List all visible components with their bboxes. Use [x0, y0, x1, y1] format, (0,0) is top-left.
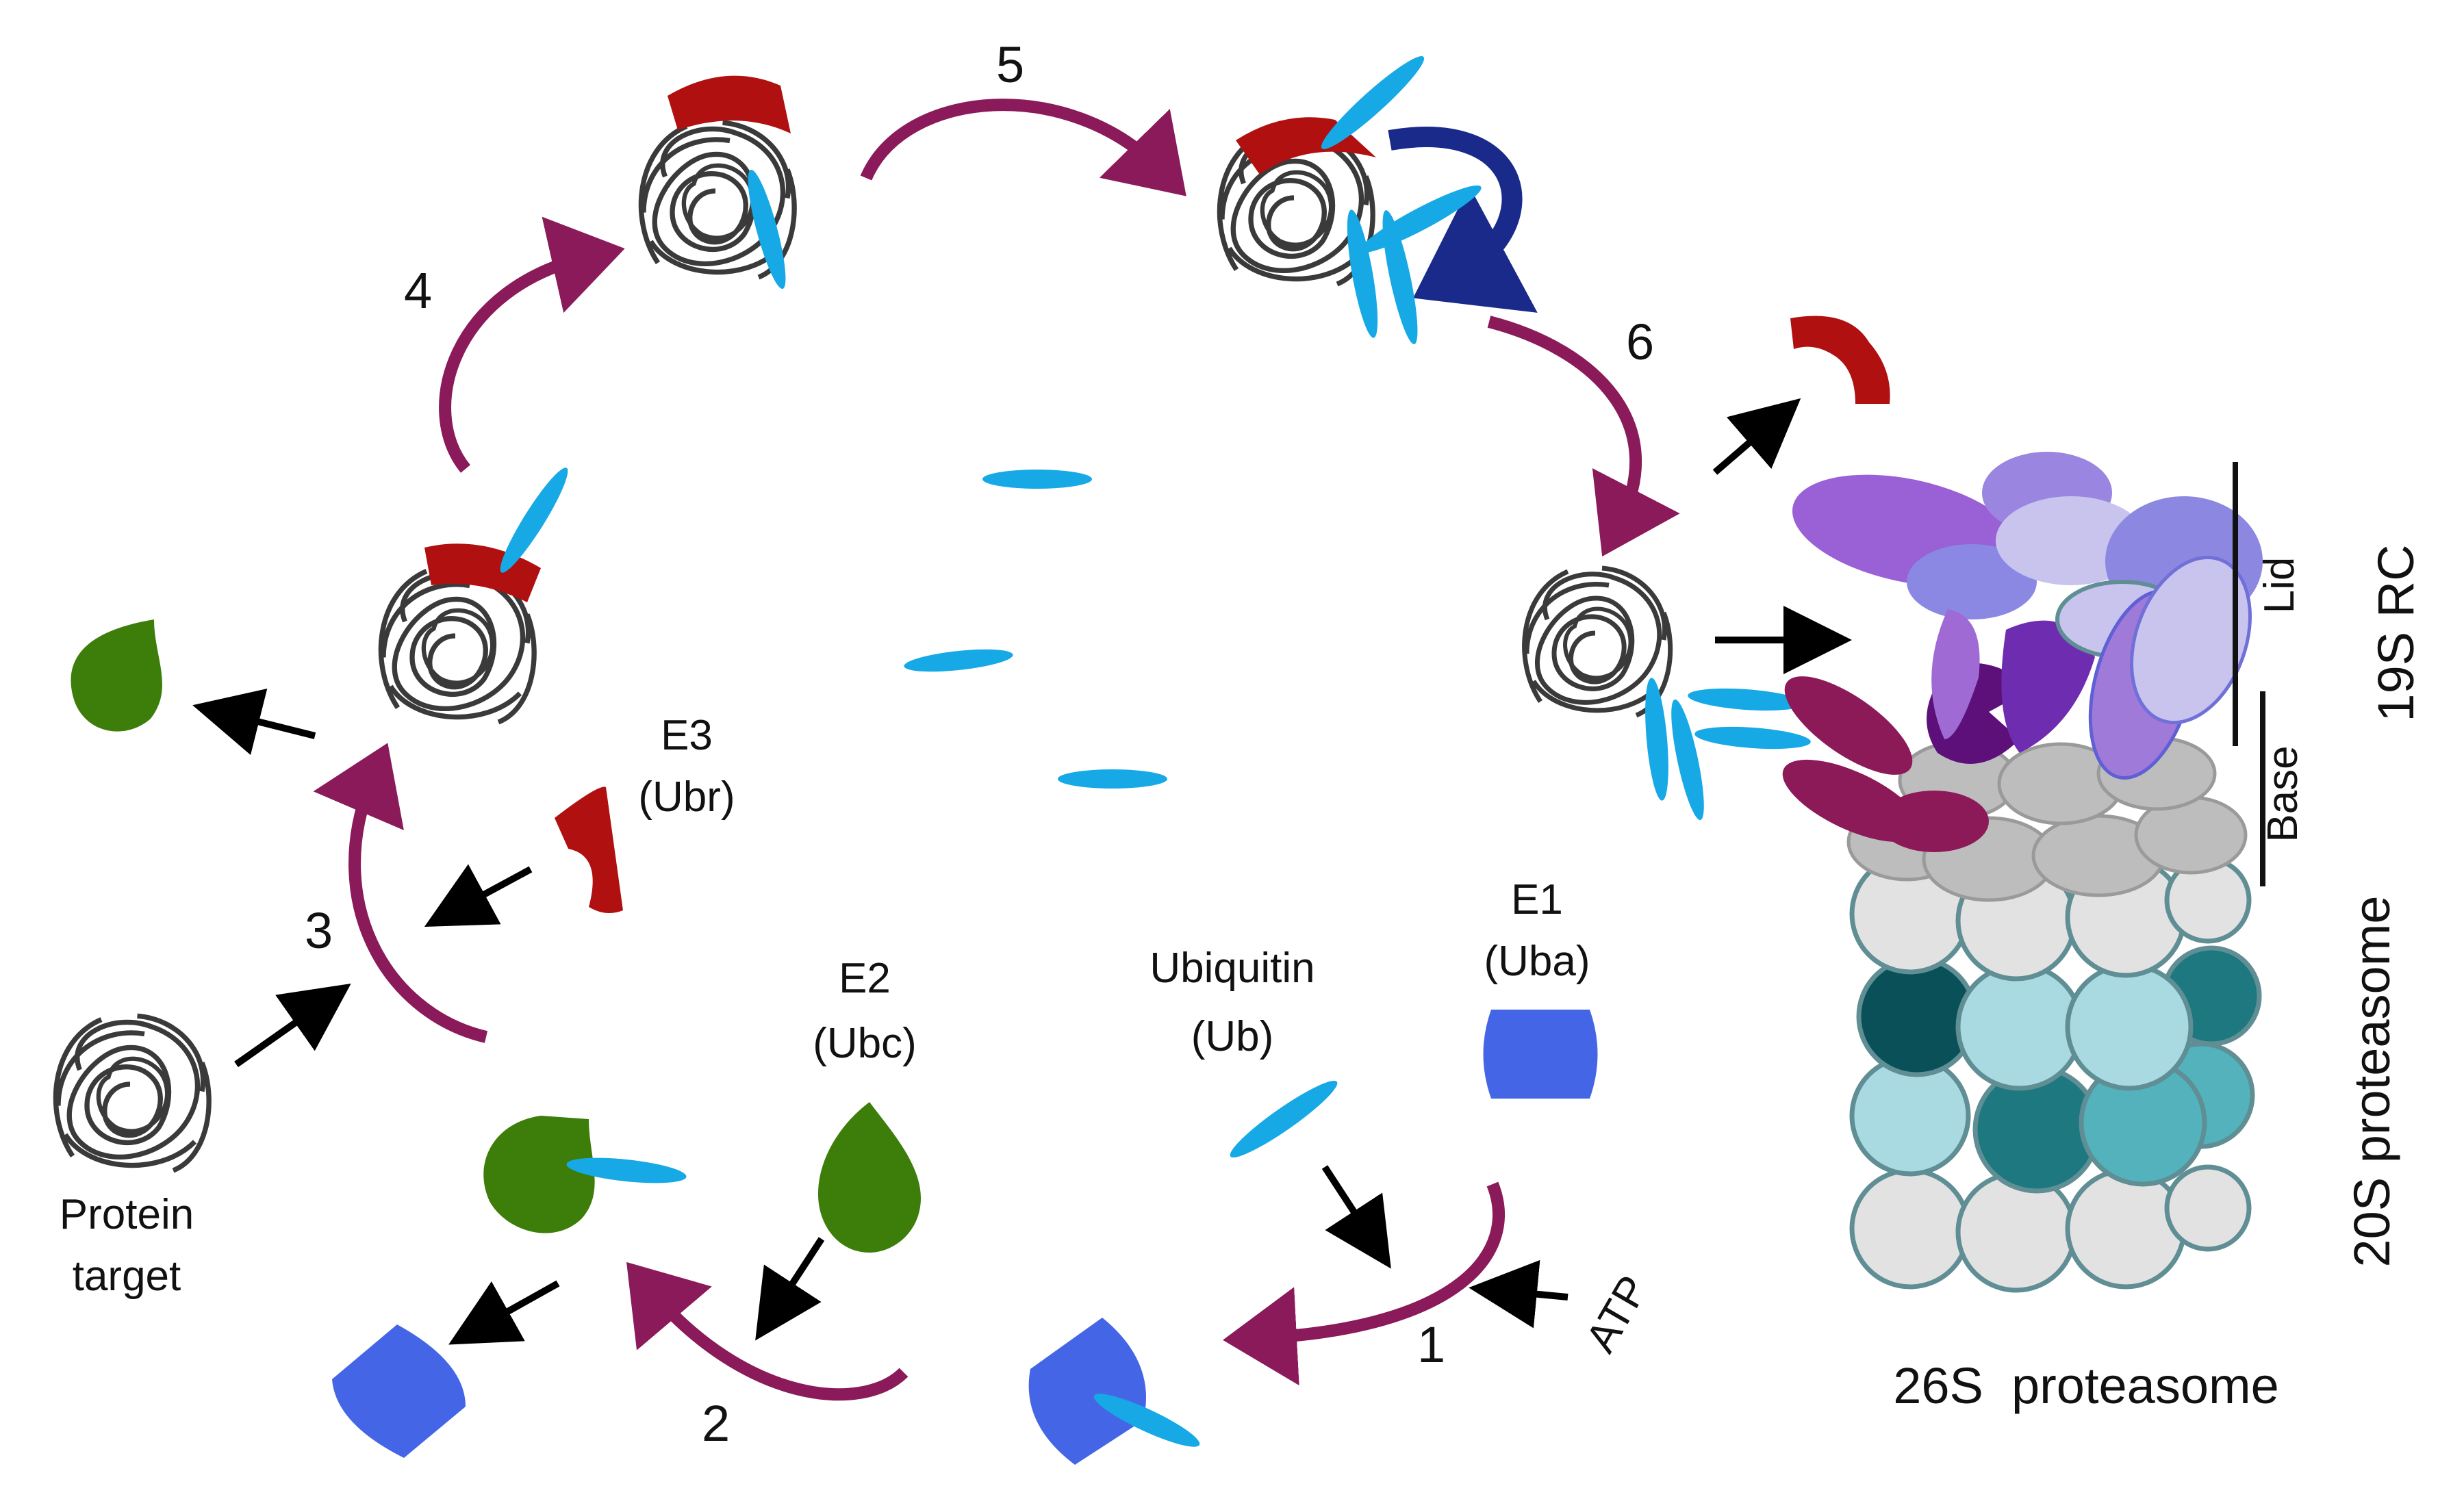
step-numbers: 1 2 3 4 5 6 — [305, 36, 1654, 1452]
atp-label: ATP — [1577, 1268, 1658, 1360]
e1-free: E1 (Uba) — [1483, 876, 1598, 1099]
e3-icon — [555, 786, 623, 913]
step2-arrow — [626, 1261, 909, 1401]
protein-target: Protein target — [55, 1016, 209, 1300]
e1-released-icon — [332, 1324, 466, 1458]
e2-released-icon — [71, 619, 162, 732]
step3-arrow — [313, 743, 488, 1043]
proteasome26s-label: 26S proteasome — [1893, 1357, 2279, 1414]
ubiquitin-icon — [1321, 56, 1425, 149]
protein-label-line2: target — [73, 1253, 181, 1300]
step5-arrow — [860, 99, 1186, 196]
ubiquitin-icon — [1058, 769, 1167, 789]
e3-label: E3 — [661, 712, 713, 759]
ubiquitin-icon — [1694, 726, 1811, 749]
e2-label: E2 — [839, 955, 891, 1002]
ubiquitin-icon — [1382, 210, 1418, 344]
cycle-arrows — [313, 99, 1680, 1401]
ubiquitin-icon — [904, 649, 1013, 672]
ubiquitin-icon — [1230, 1080, 1338, 1158]
step-number-6: 6 — [1626, 313, 1654, 370]
e3-icon — [668, 75, 791, 133]
ubiquitin-icon — [1688, 688, 1804, 711]
proteasome20s-label: 20S proteasome — [2344, 895, 2400, 1267]
complex-step5 — [1219, 56, 1482, 344]
ubiquitin-icon — [1671, 699, 1704, 821]
ubiquitin-icon — [566, 1157, 687, 1183]
protein-coil-icon — [55, 1016, 209, 1170]
e1-sublabel: (Uba) — [1484, 938, 1590, 985]
arrow-e2-joins — [755, 1237, 825, 1341]
e1-label: E1 — [1511, 876, 1563, 923]
arrow-e3-joins — [424, 864, 533, 927]
e1-icon — [1483, 1010, 1598, 1099]
step-number-5: 5 — [996, 36, 1024, 93]
step-number-4: 4 — [404, 262, 432, 319]
e2-ub-complex — [483, 1116, 687, 1233]
proteasome-20s-core — [1849, 853, 2262, 1293]
rc19s-label: 19S RC — [2367, 544, 2424, 721]
e3-free: E3 (Ubr) — [555, 712, 735, 913]
ubiquitin-icon — [748, 169, 786, 290]
lid-subunits — [1792, 452, 2263, 780]
arrow-e3-released — [1712, 398, 1801, 475]
arrow-ub-joins — [1321, 1165, 1391, 1269]
e3-released-icon — [1790, 316, 1890, 404]
ubiquitin-free: Ubiquitin (Ub) — [1150, 945, 1338, 1158]
arrow-atp — [1469, 1259, 1568, 1329]
step1-arrow — [1223, 1181, 1505, 1386]
ubiquitin-label: Ubiquitin — [1150, 945, 1314, 992]
e2-icon — [483, 1116, 595, 1233]
ubiquitin-icon — [1645, 678, 1668, 801]
step6-arrow — [1487, 316, 1680, 556]
e3-sublabel: (Ubr) — [638, 773, 735, 821]
protein-label-line1: Protein — [60, 1191, 194, 1238]
arrow-e1-released — [448, 1280, 560, 1345]
chain-elongation-arrow — [1388, 127, 1538, 313]
ubiquitin-icon — [500, 467, 568, 573]
black-arrows — [192, 398, 1852, 1345]
ubiquitin-icon — [1347, 209, 1378, 338]
e2-sublabel: (Ubc) — [813, 1020, 917, 1067]
step4-arrow — [439, 216, 625, 473]
free-ubiquitin-pool — [904, 470, 1167, 789]
arrow-protein-joins — [234, 983, 351, 1068]
base-label: Base — [2259, 745, 2307, 842]
step-number-3: 3 — [305, 902, 333, 959]
polyubiquitinated-protein — [1525, 568, 1811, 821]
ubiquitin-icon — [982, 470, 1092, 489]
ubiquitin-sublabel: (Ub) — [1191, 1013, 1274, 1060]
step-number-1: 1 — [1417, 1316, 1445, 1373]
e2-free: E2 (Ubc) — [813, 955, 921, 1253]
e1-icon — [1028, 1318, 1146, 1465]
complex-step3 — [381, 467, 568, 722]
ubiquitin-icon — [1093, 1394, 1200, 1447]
complex-step4 — [641, 75, 794, 290]
step-number-2: 2 — [702, 1395, 730, 1452]
e1-ub-complex — [1028, 1318, 1200, 1465]
arrow-e2-released — [192, 689, 316, 756]
lid-label: Lid — [2256, 557, 2303, 614]
e2-icon — [818, 1102, 921, 1253]
proteasome-26s: Lid Base 19S RC 20S proteasome 26S prote… — [1782, 452, 2424, 1414]
